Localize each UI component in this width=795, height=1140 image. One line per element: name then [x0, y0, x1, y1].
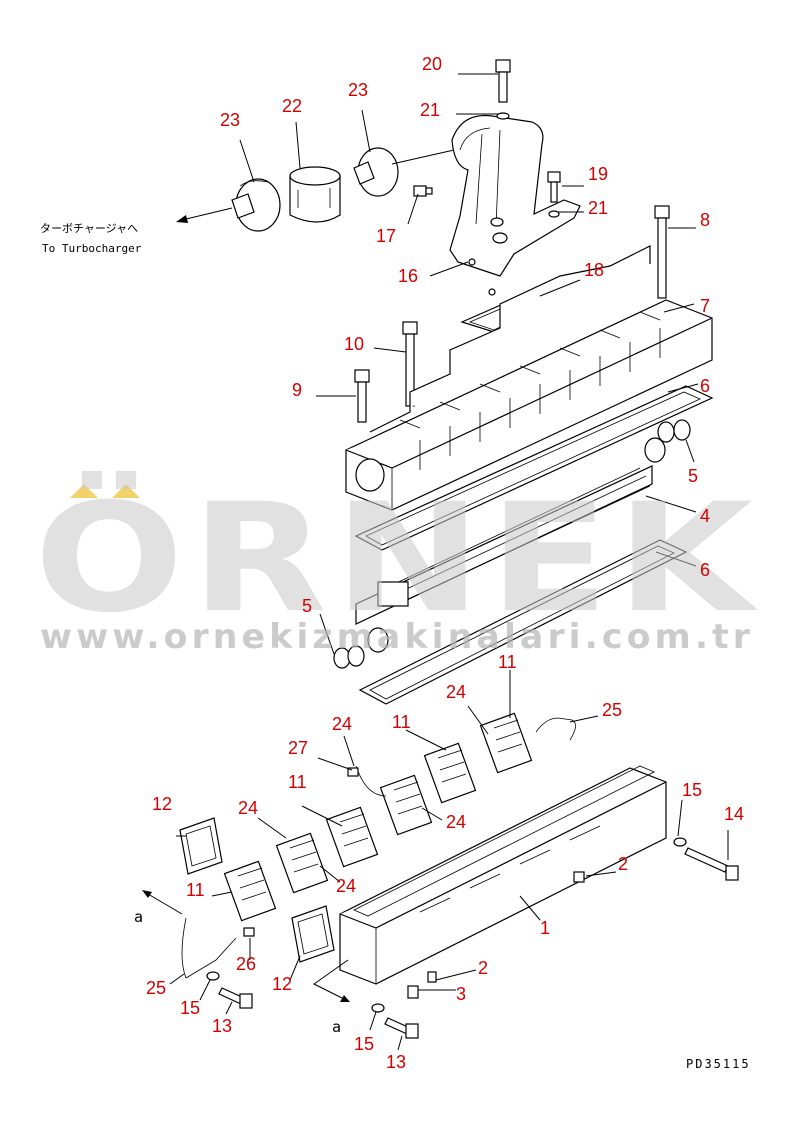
callout-1: 1 — [540, 918, 550, 938]
callout-10: 10 — [344, 334, 364, 354]
callout-7: 7 — [700, 296, 710, 316]
seal-5-right — [657, 419, 691, 443]
valve-plate-11-d — [325, 806, 379, 868]
connector-27 — [347, 767, 359, 777]
bolt-20 — [495, 59, 511, 103]
plug-2-upper — [573, 871, 585, 883]
view-marker-a-left: a — [134, 908, 143, 926]
arrow-to-turbocharger — [176, 207, 233, 223]
bolt-8 — [654, 205, 670, 299]
watermark-url: www.ornekizmakinalari.com.tr — [40, 617, 754, 657]
callout-6: 6 — [700, 376, 710, 396]
callout-9: 9 — [292, 380, 302, 400]
pipe-25-lower — [181, 917, 237, 979]
arrow-a-left — [142, 890, 183, 915]
callout-11: 11 — [186, 880, 205, 900]
callout-6: 6 — [700, 560, 710, 580]
callout-24: 24 — [336, 876, 356, 896]
callouts: 20 21 22 23 23 19 21 17 8 16 18 7 10 9 6… — [146, 54, 744, 1072]
callout-21: 21 — [420, 100, 440, 120]
callout-13: 13 — [386, 1052, 406, 1072]
callout-11: 11 — [498, 652, 517, 672]
union-26 — [243, 927, 255, 937]
callout-13: 13 — [212, 1016, 232, 1036]
callout-26: 26 — [236, 954, 256, 974]
plug-17 — [413, 185, 433, 197]
callout-19: 19 — [588, 164, 608, 184]
callout-22: 22 — [282, 96, 302, 116]
callout-18: 18 — [584, 260, 604, 280]
callout-24: 24 — [238, 798, 258, 818]
callout-20: 20 — [422, 54, 442, 74]
watermark-accent-right — [112, 484, 140, 498]
intake-housing-1 — [339, 765, 667, 985]
valve-plate-11-f — [223, 860, 277, 922]
callout-12: 12 — [272, 974, 292, 994]
callout-25: 25 — [146, 978, 166, 998]
callout-23: 23 — [220, 110, 240, 130]
callout-27: 27 — [288, 738, 308, 758]
plug-2-lower — [427, 971, 437, 983]
callout-3: 3 — [456, 984, 466, 1004]
callout-8: 8 — [700, 210, 710, 230]
gasket-12-lower — [291, 905, 335, 963]
callout-11: 11 — [392, 712, 411, 732]
callout-15: 15 — [180, 998, 200, 1018]
drawing-code: PD35115 — [686, 1057, 751, 1071]
view-marker-a-center: a — [332, 1018, 341, 1036]
hose — [289, 166, 341, 223]
bolt-9 — [354, 369, 370, 423]
arrow-a-center — [313, 959, 350, 1002]
callout-12: 12 — [152, 794, 172, 814]
bolt-13-right — [384, 1017, 419, 1039]
gasket-6-lower — [358, 539, 688, 705]
washer-21a — [496, 112, 510, 120]
plug-3 — [407, 985, 419, 999]
hose-clamp-left — [231, 178, 281, 232]
watermark-brand: ÖRNEK — [34, 470, 760, 646]
direction-label-jp: ターボチャージャへ — [40, 222, 138, 235]
washer-21b — [548, 210, 560, 218]
callout-25: 25 — [602, 700, 622, 720]
valve-plate-11-b — [423, 742, 477, 804]
bolt-14 — [684, 847, 739, 881]
seal-5-left — [333, 645, 365, 669]
leader-lines — [169, 73, 729, 1051]
callout-24: 24 — [332, 714, 352, 734]
gasket-12-upper — [179, 817, 223, 875]
gasket-6-upper — [354, 385, 714, 551]
callout-14: 14 — [724, 804, 744, 824]
watermark: ÖRNEK www.ornekizmakinalari.com.tr — [34, 470, 760, 657]
direction-label-en: To Turbocharger — [42, 242, 142, 255]
callout-11: 11 — [288, 772, 307, 792]
washer-15-left — [206, 971, 220, 981]
valve-plate-11-c — [379, 774, 433, 836]
callout-15: 15 — [682, 780, 702, 800]
callout-15: 15 — [354, 1034, 374, 1054]
callout-17: 17 — [376, 226, 396, 246]
bolt-19 — [547, 171, 561, 203]
washer-15-center — [371, 1003, 385, 1013]
intake-heater-4 — [355, 437, 666, 653]
callout-4: 4 — [700, 506, 710, 526]
callout-2: 2 — [478, 958, 488, 978]
callout-23: 23 — [348, 80, 368, 100]
valve-plate-11-e — [275, 832, 329, 894]
callout-5: 5 — [302, 596, 312, 616]
pipe-25-upper — [535, 717, 576, 741]
intake-manifold-7 — [345, 245, 713, 511]
connector-elbow-pipe — [449, 114, 581, 296]
callout-21: 21 — [588, 198, 608, 218]
bolt-13-left — [218, 987, 253, 1009]
callout-2: 2 — [618, 854, 628, 874]
callout-16: 16 — [398, 266, 418, 286]
washer-15-right — [673, 837, 687, 847]
callout-5: 5 — [688, 466, 698, 486]
hose-clamp-right — [353, 147, 399, 197]
watermark-accent-left — [70, 484, 98, 498]
callout-24: 24 — [446, 812, 466, 832]
callout-24: 24 — [446, 682, 466, 702]
valve-plate-11-a — [479, 712, 533, 774]
